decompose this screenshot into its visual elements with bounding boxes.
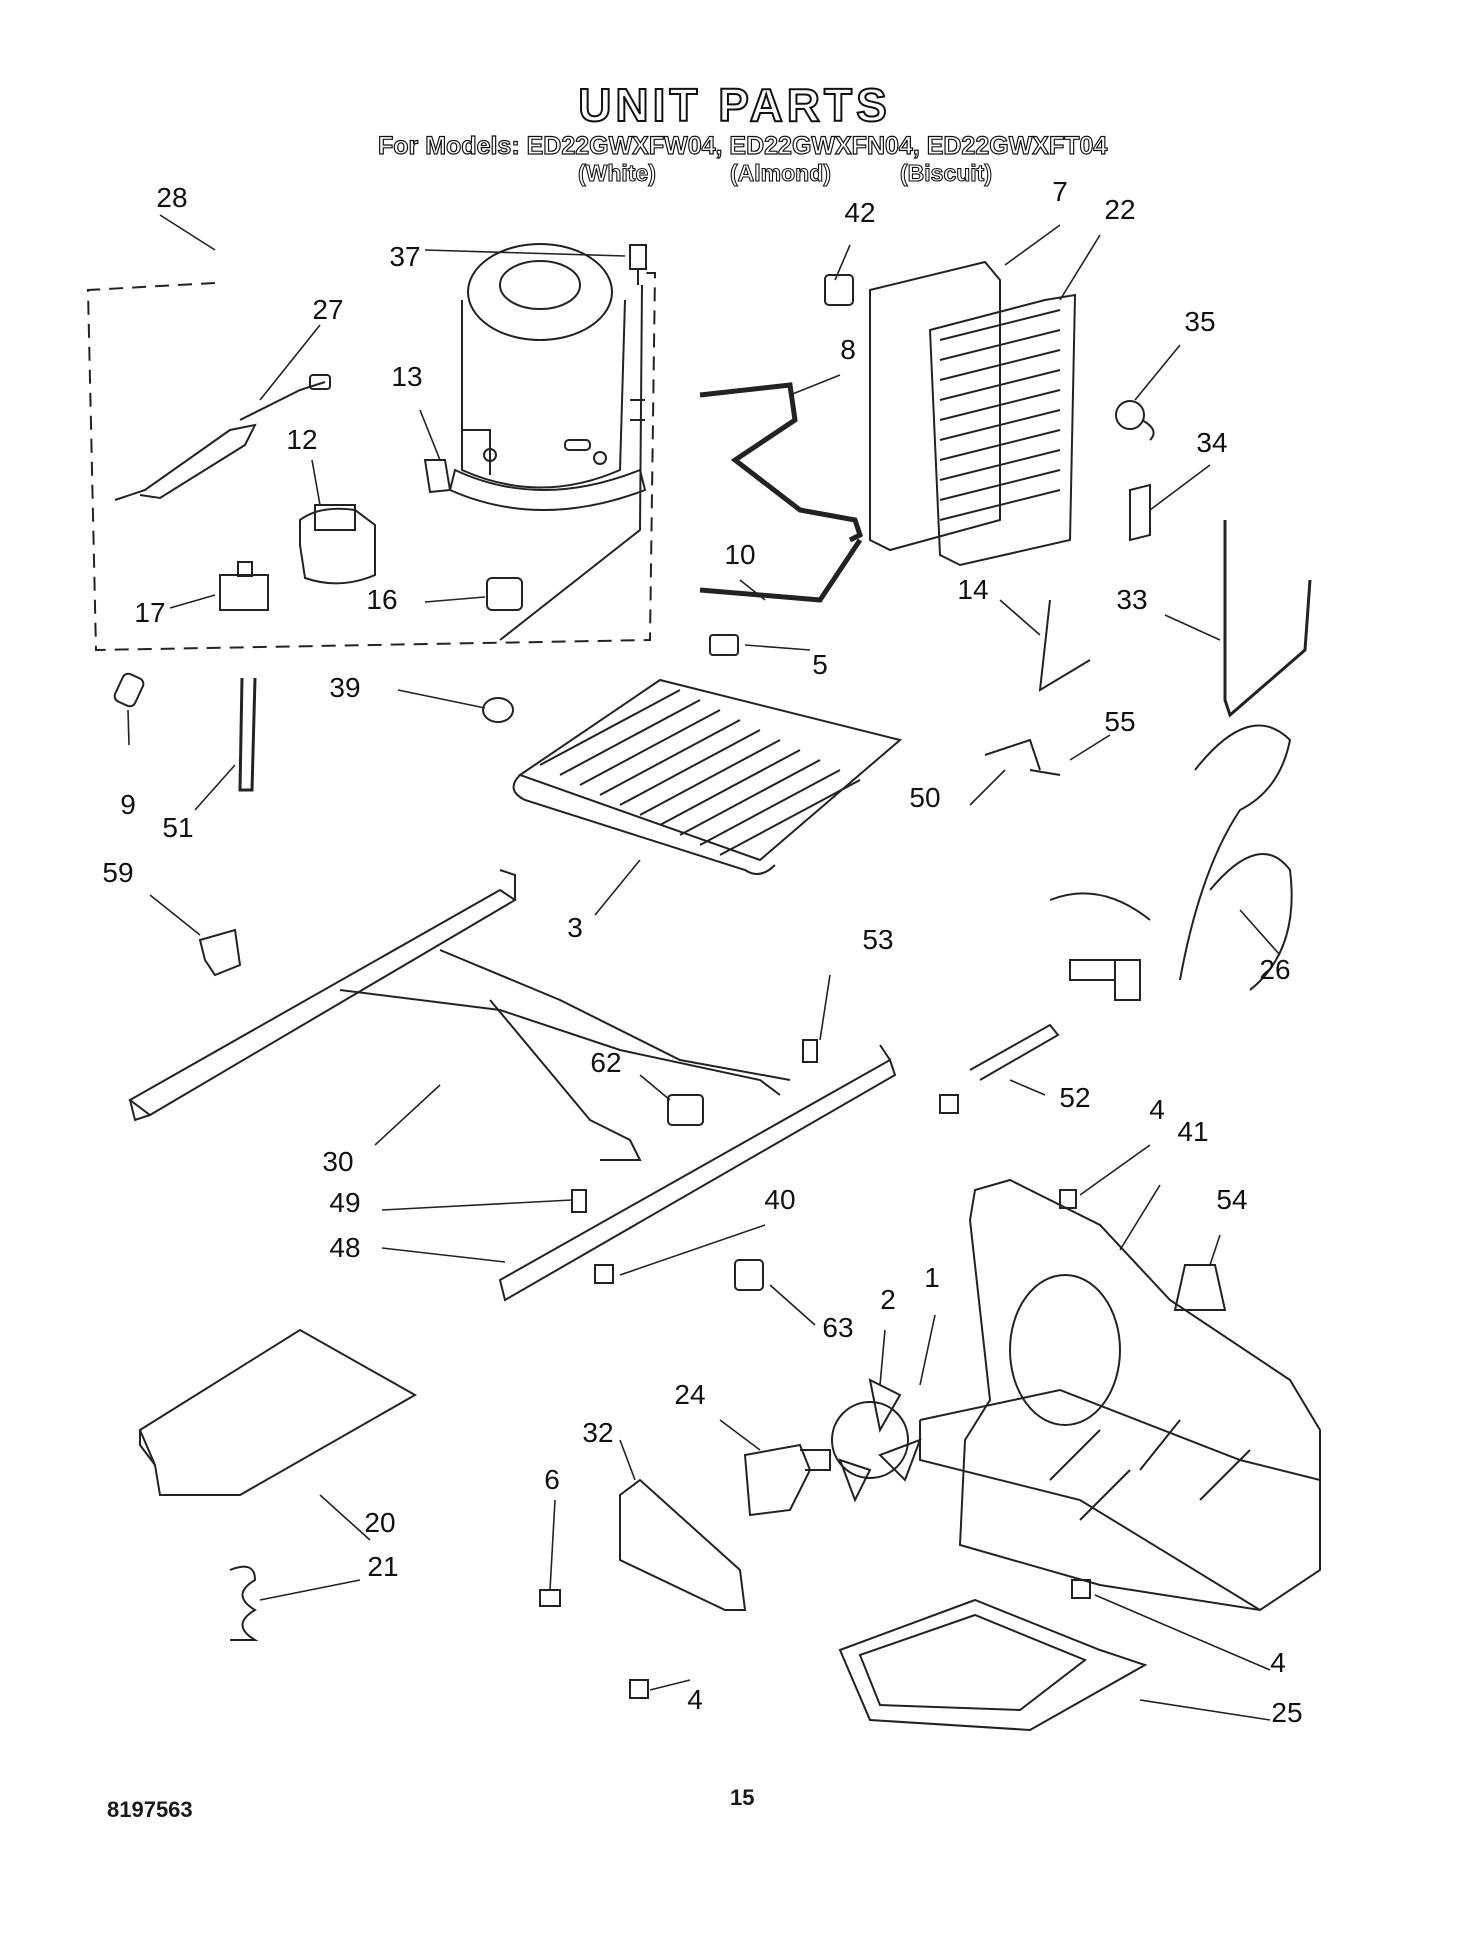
part-16	[486, 577, 523, 611]
callout-8: 8	[840, 334, 856, 365]
callout-4-top: 4	[1149, 1094, 1165, 1125]
wire-harness	[1049, 724, 1293, 1001]
screws	[571, 1039, 959, 1284]
callout-17: 17	[134, 597, 166, 628]
callout-22: 22	[1104, 194, 1136, 225]
screw-4b	[629, 1679, 649, 1699]
callout-7: 7	[1052, 176, 1068, 207]
callout-50: 50	[909, 782, 941, 813]
callout-34: 34	[1196, 427, 1228, 458]
tie-52	[969, 1023, 1060, 1081]
clip-13	[423, 459, 452, 494]
part-62	[667, 1094, 704, 1126]
callout-49: 49	[329, 1187, 361, 1218]
page-number: 15	[730, 1785, 755, 1810]
compressor-assembly-outline	[86, 272, 657, 652]
spring-21	[229, 1565, 259, 1641]
callout-4-bottom: 4	[687, 1684, 703, 1715]
callout-9: 9	[120, 789, 136, 820]
screw-4c	[1071, 1579, 1091, 1599]
relay	[299, 504, 376, 585]
color-label-white: (White)	[577, 159, 656, 186]
callout-42: 42	[844, 197, 876, 228]
front-rail	[498, 1044, 897, 1302]
callout-48: 48	[329, 1232, 361, 1263]
callout-14: 14	[957, 574, 989, 605]
callout-5: 5	[812, 649, 828, 680]
part-9	[113, 672, 145, 708]
callout-52: 52	[1059, 1082, 1091, 1113]
callout-40: 40	[764, 1184, 796, 1215]
callout-4-right: 4	[1270, 1647, 1286, 1678]
base-frame	[128, 869, 791, 1161]
callout-13: 13	[391, 361, 423, 392]
callout-28: 28	[156, 182, 188, 213]
callout-24: 24	[674, 1379, 706, 1410]
tube-8	[699, 382, 864, 543]
rod-14	[1038, 599, 1091, 692]
overload-17	[219, 561, 269, 611]
condenser	[824, 260, 1077, 567]
callout-62: 62	[590, 1047, 622, 1078]
leader-lines	[127, 214, 1281, 1721]
model-list: For Models: ED22GWXFW04, ED22GWXFN04, ED…	[377, 131, 1108, 160]
callout-1: 1	[924, 1262, 940, 1293]
callout-59: 59	[102, 857, 134, 888]
callout-53: 53	[862, 924, 894, 955]
screw-37	[499, 244, 647, 641]
callout-35: 35	[1184, 306, 1216, 337]
clip-34	[1129, 483, 1151, 542]
tube-10	[699, 538, 863, 603]
callout-63: 63	[822, 1312, 854, 1343]
callout-32: 32	[582, 1417, 614, 1448]
callout-30: 30	[322, 1146, 354, 1177]
wire-nut	[1173, 1264, 1227, 1311]
callout-10: 10	[724, 539, 756, 570]
doc-number: 8197563	[107, 1797, 193, 1822]
callout-12: 12	[286, 424, 318, 455]
callout-51: 51	[162, 812, 194, 843]
callout-39: 39	[329, 672, 361, 703]
screw-4a	[1059, 1189, 1077, 1209]
hose-51	[238, 677, 257, 792]
callout-54: 54	[1216, 1184, 1248, 1215]
bracket-59	[198, 928, 242, 977]
drain-pan	[838, 1598, 1148, 1732]
color-label-almond: (Almond)	[729, 159, 831, 186]
callout-41: 41	[1177, 1116, 1209, 1147]
part-63	[734, 1259, 764, 1291]
callout-55: 55	[1104, 706, 1136, 737]
bracket-32	[619, 1478, 747, 1611]
callout-20: 20	[364, 1507, 396, 1538]
cap-tube	[114, 374, 331, 501]
tube-33	[1223, 520, 1312, 718]
callout-21: 21	[367, 1551, 399, 1582]
fan-and-motor	[743, 1378, 922, 1517]
callout-3: 3	[567, 912, 583, 943]
access-cover	[138, 1328, 418, 1496]
callout-2: 2	[880, 1284, 896, 1315]
screw-6	[539, 1589, 561, 1607]
callout-16: 16	[366, 584, 398, 615]
color-label-biscuit: (Biscuit)	[899, 159, 992, 186]
callout-27: 27	[312, 294, 344, 325]
compressor	[448, 243, 647, 511]
part-35	[1115, 400, 1155, 441]
callout-6: 6	[544, 1464, 560, 1495]
page-title: UNIT PARTS	[577, 78, 891, 132]
callout-25: 25	[1271, 1697, 1303, 1728]
callout-33: 33	[1116, 584, 1148, 615]
callout-26: 26	[1259, 954, 1291, 985]
evaporator-coil	[512, 634, 903, 875]
fan-shroud	[919, 1178, 1321, 1612]
part-50	[984, 738, 1061, 776]
grommet-39	[482, 697, 514, 723]
callout-37: 37	[389, 241, 421, 272]
